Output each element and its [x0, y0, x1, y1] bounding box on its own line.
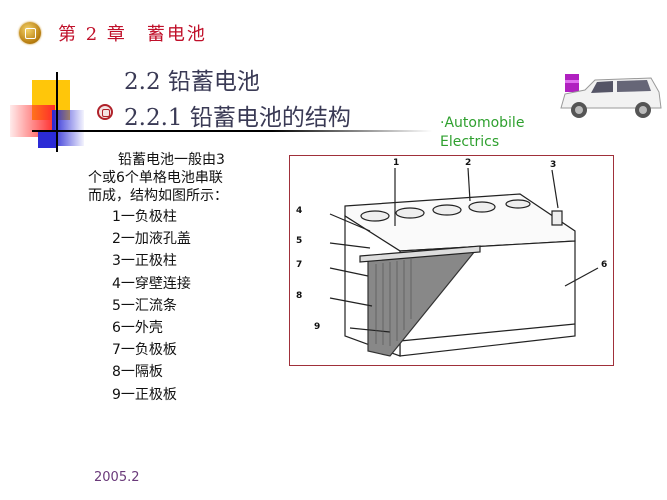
decor-vertical-line — [56, 72, 58, 152]
figure-label: 3 — [550, 160, 557, 170]
date-footer: 2005.2 — [94, 470, 140, 485]
figure-label: 9 — [314, 322, 321, 332]
legend-item: 6一外壳 — [112, 320, 163, 337]
figure-label: 4 — [296, 206, 303, 216]
course-tag: ·Automobile Electrics — [440, 114, 524, 152]
intro-line: 铅蓄电池一般由3 — [118, 152, 225, 168]
course-tag-line2: Electrics — [440, 134, 500, 150]
parts-legend: 1一负极柱 2一加液孔盖 3一正极柱 4一穿壁连接 5一汇流条 6一外壳 7一负… — [112, 206, 191, 406]
book-icon — [19, 22, 41, 44]
car-image — [555, 72, 663, 122]
legend-item: 1一负极柱 — [112, 209, 177, 225]
intro-line: 个或6个单格电池串联 — [88, 170, 223, 186]
figure-label: 7 — [296, 260, 303, 270]
legend-item: 2一加液孔盖 — [112, 231, 191, 248]
legend-item: 4一穿壁连接 — [112, 275, 191, 292]
figure-label: 1 — [393, 158, 400, 168]
figure-label: 5 — [296, 236, 303, 246]
intro-paragraph: 铅蓄电池一般由3 个或6个单格电池串联 而成，结构如图所示： — [88, 151, 268, 205]
battery-diagram: 1 2 3 4 5 6 7 8 9 — [289, 155, 614, 366]
legend-item: 9一正极板 — [112, 386, 177, 403]
intro-line: 而成，结构如图所示： — [88, 188, 228, 204]
legend-item: 3一正极柱 — [112, 253, 177, 270]
figure-label: 6 — [601, 260, 608, 270]
figure-label: 2 — [465, 158, 472, 168]
decor-blue-block — [38, 130, 58, 148]
legend-item: 7一负极板 — [112, 342, 177, 359]
subsection-title: 2.2.1 铅蓄电池的结构 — [124, 105, 351, 131]
legend-item: 5一汇流条 — [112, 297, 177, 314]
legend-item: 8一隔板 — [112, 364, 163, 381]
figure-label: 8 — [296, 291, 303, 301]
course-tag-line1: ·Automobile — [440, 115, 525, 131]
circle-bullet-icon — [97, 104, 113, 120]
title-underline — [32, 130, 432, 132]
section-title: 2.2 铅蓄电池 — [124, 69, 260, 95]
chapter-title: 第 2 章 蓄电池 — [58, 24, 207, 45]
